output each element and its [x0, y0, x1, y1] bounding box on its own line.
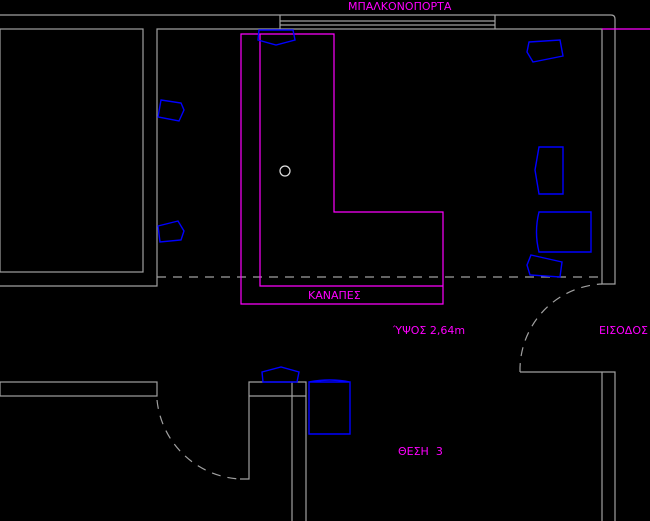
cabinet-icon: [534, 146, 564, 195]
walls: [0, 14, 616, 521]
left-room: [0, 28, 144, 273]
fridge-icon: [308, 379, 351, 435]
sofa-label: ΚΑΝΑΠΕΣ: [308, 289, 361, 302]
sofa-outline: [240, 33, 444, 305]
chair-icon: [157, 99, 185, 122]
door-swing-left: [156, 399, 241, 480]
chair-icon: [526, 254, 563, 278]
chair-icon: [257, 29, 296, 46]
entrance-wall: [520, 371, 616, 521]
appliance-icon: [535, 211, 592, 253]
top-outer-wall: [0, 14, 616, 287]
position-label: ΘΕΣΗ 3: [398, 445, 443, 458]
lower-left-wall: [0, 381, 158, 397]
balcony-door-label: ΜΠΑΛΚΟΝΟΠΟΡΤΑ: [348, 0, 452, 13]
sofa: ΚΑΝΑΠΕΣ: [240, 33, 444, 305]
balcony-door-frame: [279, 14, 496, 29]
furniture: [157, 29, 592, 435]
height-label: ΎΨΟΣ 2,64m: [392, 324, 465, 337]
sofa-seat-line: [259, 34, 443, 287]
chair-icon: [261, 366, 300, 383]
entrance-label: ΕΙΣΟΔΟΣ: [599, 324, 648, 337]
light-fixture-icon: [279, 165, 291, 177]
door-swing-entrance: [519, 283, 603, 373]
chair-icon: [157, 220, 185, 243]
lower-middle-wall: [240, 381, 307, 521]
chair-icon: [526, 39, 564, 63]
